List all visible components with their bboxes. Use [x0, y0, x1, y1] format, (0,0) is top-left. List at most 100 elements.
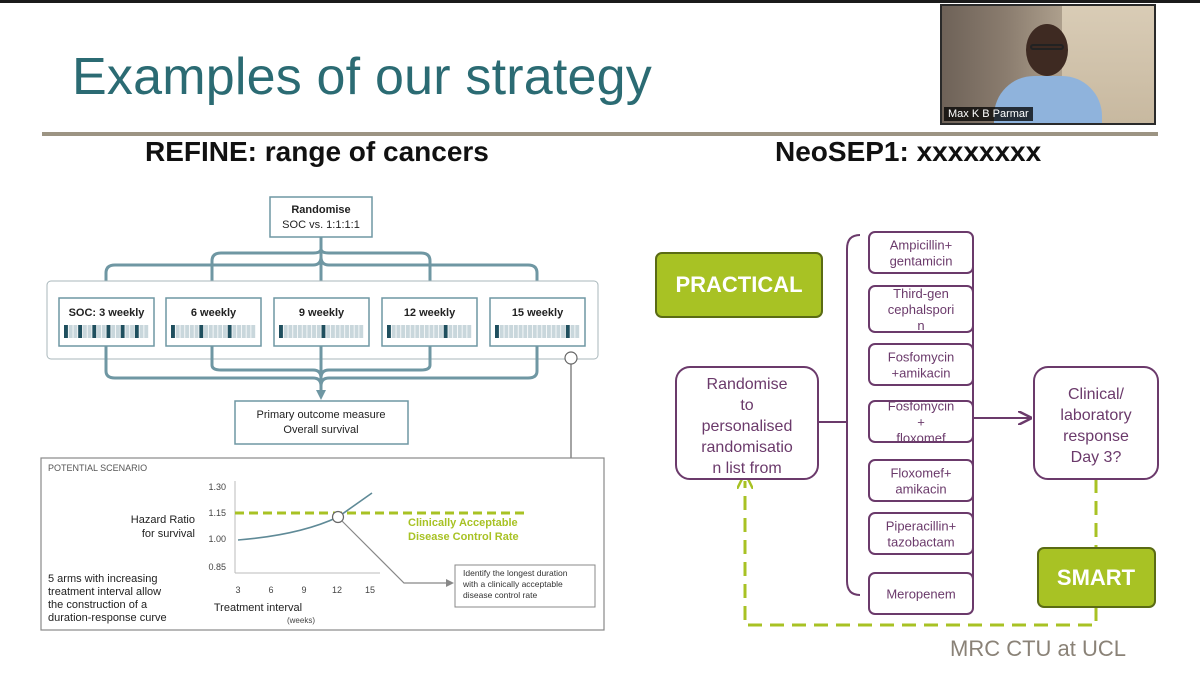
arm-bar-segment — [64, 325, 68, 338]
arm-bar-segment — [359, 325, 364, 338]
arm-bar-segment — [532, 325, 537, 338]
arm-bar-segment — [279, 325, 283, 338]
arm-bar-segment — [97, 325, 101, 338]
arm-bar-segment — [537, 325, 542, 338]
arm-bar-segment — [321, 325, 326, 338]
ytick-label: 1.00 — [208, 534, 226, 544]
arm-bar-segment — [101, 325, 106, 338]
scenario-note-4: duration-response curve — [48, 612, 167, 624]
xtick-label: 9 — [301, 585, 306, 595]
drug-label: tazobactam — [887, 535, 954, 550]
arm-bar-segment — [467, 325, 472, 338]
arm-bar-segment — [354, 325, 359, 338]
arm-bar-segment — [213, 325, 218, 338]
drug-label: cephalspori — [888, 302, 955, 317]
arm-bar-segment — [410, 325, 415, 338]
arm-bar-segment — [330, 325, 335, 338]
outcome-line2: Overall survival — [283, 424, 358, 436]
drug-box — [868, 343, 974, 386]
arm-bar-segment — [130, 325, 135, 338]
arm-bar-segment — [551, 325, 556, 338]
arm-bar-segment — [546, 325, 551, 338]
drug-list: Ampicillin+gentamicinThird-gencephalspor… — [868, 231, 974, 615]
arm-bar-segment — [106, 325, 111, 338]
drug-label: amikacin — [895, 482, 946, 497]
drug-label: Fosfomycin — [888, 350, 954, 365]
callout-line3: disease control rate — [463, 590, 537, 600]
arm-bar-segment — [391, 325, 396, 338]
practical-box — [655, 252, 823, 318]
arm-bar-segment — [561, 325, 566, 338]
arm-bar-segment — [120, 325, 125, 338]
randomise-sub: SOC vs. 1:1:1:1 — [282, 219, 360, 231]
arm-bar-segment — [518, 325, 523, 338]
drug-box — [868, 285, 974, 333]
ytick-label: 1.30 — [208, 482, 226, 492]
arm-bar-segment — [495, 325, 499, 338]
arm-bar-segment — [171, 325, 175, 338]
arm-bar-segment — [111, 325, 116, 338]
scenario-xunit: (weeks) — [287, 616, 315, 625]
arm-bar-segment — [429, 325, 434, 338]
scenario-xlabel: Treatment interval — [214, 602, 302, 614]
participant-video-tile[interactable]: Max K B Parmar — [940, 4, 1156, 125]
arm-bar-segment — [125, 325, 130, 338]
arm-bar-segment — [302, 325, 307, 338]
arm-bar-segment — [241, 325, 246, 338]
arm-bar-segment — [92, 325, 97, 338]
arm-bar-segment — [246, 325, 251, 338]
outcome-line: response — [1063, 428, 1129, 445]
randomise-box — [269, 196, 373, 238]
arm-bar-segment — [523, 325, 528, 338]
arm-bar-segment — [575, 325, 580, 338]
arm-bar-segment — [340, 325, 345, 338]
randomise-line: n list from — [712, 460, 781, 477]
arm-bar-segment — [542, 325, 547, 338]
arm-bar-segment — [251, 325, 256, 338]
randomise-line: randomisatio — [701, 439, 793, 456]
ytick-label: 1.15 — [208, 508, 226, 518]
drug-box — [868, 572, 974, 615]
arm-label: 6 weekly — [191, 307, 237, 319]
arm-bar-segment — [232, 325, 237, 338]
arm-bar-segment — [415, 325, 420, 338]
arm-bar-segment — [175, 325, 180, 338]
randomise-title: Randomise — [291, 204, 350, 216]
scenario-yticks: 1.301.151.000.85 — [208, 482, 226, 572]
arm-bar-segment — [283, 325, 288, 338]
outcome-line: Day 3? — [1071, 449, 1122, 466]
arm-bar-segment — [453, 325, 458, 338]
arm-bar-segment — [68, 325, 73, 338]
arm-bar-segment — [434, 325, 439, 338]
arm-bar-segment — [335, 325, 340, 338]
drug-label: Floxomef+ — [890, 466, 951, 481]
arm-bar-segment — [499, 325, 504, 338]
arm-bar-segment — [513, 325, 518, 338]
participant-glasses — [1030, 44, 1064, 50]
arm-bar-segment — [438, 325, 443, 338]
arm-bar-segment — [73, 325, 78, 338]
participant-name: Max K B Parmar — [944, 107, 1033, 121]
smart-label: SMART — [1057, 565, 1136, 590]
outcome-line: laboratory — [1060, 407, 1131, 424]
arm-bar-segment — [208, 325, 213, 338]
scenario-note-3: the construction of a — [48, 599, 148, 611]
arm-bar-segment — [144, 325, 149, 338]
convergence-arrows — [104, 346, 539, 400]
distribution-arrows — [101, 237, 542, 292]
randomise-line: Randomise — [707, 376, 788, 393]
arm-bar-segment — [565, 325, 570, 338]
drug-box — [868, 231, 974, 274]
arm-bar-segment — [345, 325, 350, 338]
randomise-line: to — [740, 397, 753, 414]
arm-bar-segment — [199, 325, 204, 338]
neosep-diagram: PRACTICAL Randomisetopersonalisedrandomi… — [655, 231, 1159, 627]
arm-bar-segment — [462, 325, 467, 338]
arm-bar-segment — [396, 325, 401, 338]
callout-box — [454, 564, 596, 608]
callout-line1: Identify the longest duration — [463, 568, 568, 578]
arm-bar-segment — [316, 325, 321, 338]
drug-label: gentamicin — [890, 254, 953, 269]
